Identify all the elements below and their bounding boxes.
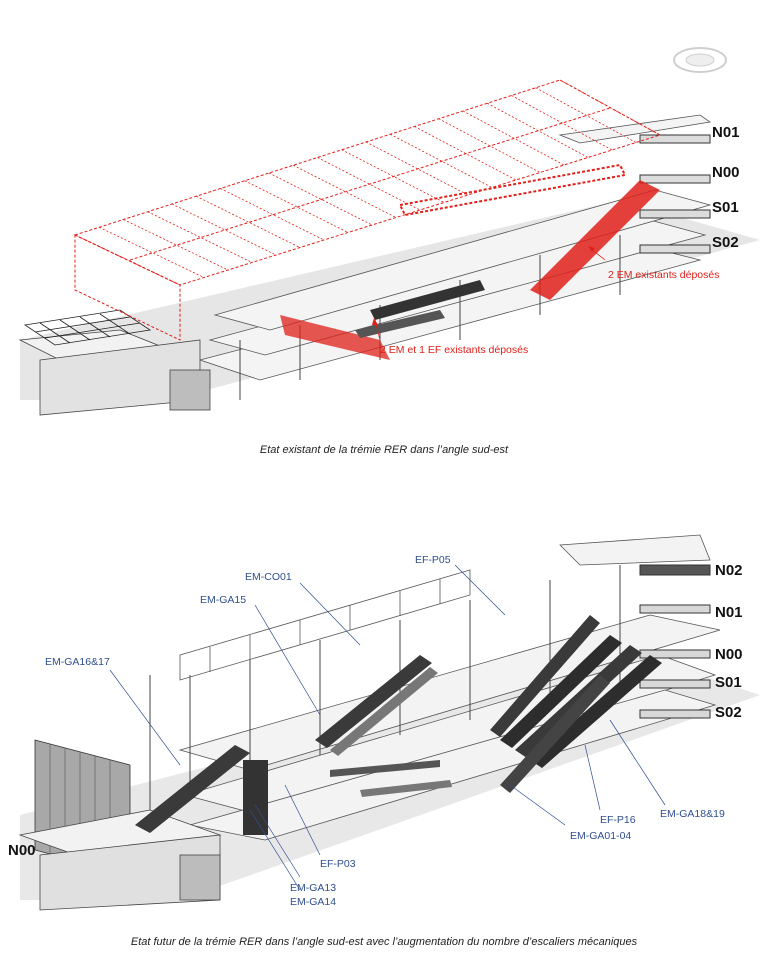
roof-rib <box>99 226 205 278</box>
level-label: N02 <box>715 562 743 579</box>
annotation-arrow <box>588 246 606 261</box>
annotation-label: EF-P05 <box>415 554 451 566</box>
existing-state-svg: N01 N00 S01 S02 2 EM existants déposés 2… <box>18 47 760 416</box>
roof-rib <box>341 149 445 203</box>
level-label: N00 <box>8 842 36 859</box>
roof-rib <box>487 102 589 158</box>
roof-rib <box>220 188 325 241</box>
level-label: S02 <box>715 704 742 721</box>
existing-state-drawing: N01 N00 S01 S02 2 EM existants déposés 2… <box>0 40 768 430</box>
caption-existing: Etat existant de la trémie RER dans l’an… <box>259 444 509 456</box>
annotation-arrow <box>372 318 381 341</box>
slab-edges <box>639 564 711 719</box>
railing <box>179 569 471 681</box>
annotation-label: EM-GA18&19 <box>660 808 725 820</box>
roof-rib <box>317 157 421 211</box>
annotation-label: EM-GA15 <box>200 594 246 606</box>
escalators-new <box>135 615 662 835</box>
level-label: S01 <box>712 199 739 216</box>
roof-rib <box>365 141 469 196</box>
level-label: S01 <box>715 674 742 691</box>
lower-block <box>18 329 211 416</box>
canopy-grid <box>23 309 152 346</box>
annotation-label: EM-GA16&17 <box>45 656 110 668</box>
level-label: S02 <box>712 234 739 251</box>
level-label: N00 <box>715 646 743 663</box>
roof-rib <box>244 180 349 233</box>
annotation-leaders <box>109 564 666 891</box>
roof-rib <box>268 172 373 226</box>
roof-rib <box>414 126 517 181</box>
roof-rib <box>438 118 541 173</box>
roof-rib <box>171 203 277 256</box>
level-label: N01 <box>715 604 743 621</box>
level-label: N01 <box>712 124 740 141</box>
roof-rib <box>196 195 301 248</box>
floor-slabs <box>198 114 712 381</box>
roof-rib <box>462 110 565 166</box>
roof-ribs <box>74 79 661 286</box>
escalators-existing <box>280 163 660 360</box>
roof-rib <box>511 95 613 151</box>
annotation-label: EM-GA13 <box>290 882 336 894</box>
annotation-label: 2 EM et 1 EF existants déposés <box>380 344 528 356</box>
future-state-svg: N02 N01 N00 S01 S02 N00 EF-P05 EM-CO01 E… <box>8 534 760 911</box>
annotation-label: EM-GA01-04 <box>570 830 631 842</box>
annotation-label: 2 EM existants déposés <box>608 269 719 281</box>
annotation-label: EM-GA14 <box>290 896 336 908</box>
caption-future: Etat futur de la trémie RER dans l’angle… <box>130 936 638 948</box>
roof-rib <box>559 79 661 136</box>
annotation-label: EM-CO01 <box>245 571 292 583</box>
roof-rib <box>293 164 397 218</box>
roof-rib <box>147 211 253 263</box>
level-label: N00 <box>712 164 740 181</box>
roof-rib <box>390 133 493 188</box>
roof-rib <box>535 87 637 143</box>
compass-icon <box>673 47 727 73</box>
lower-block <box>18 809 222 911</box>
roof-rib <box>74 234 181 286</box>
slab-edges <box>639 134 711 254</box>
roof-rib <box>123 219 229 271</box>
annotation-label: EF-P16 <box>600 814 636 826</box>
future-state-drawing: N02 N01 N00 S01 S02 N00 EF-P05 EM-CO01 E… <box>0 505 768 925</box>
annotation-label: EF-P03 <box>320 858 356 870</box>
